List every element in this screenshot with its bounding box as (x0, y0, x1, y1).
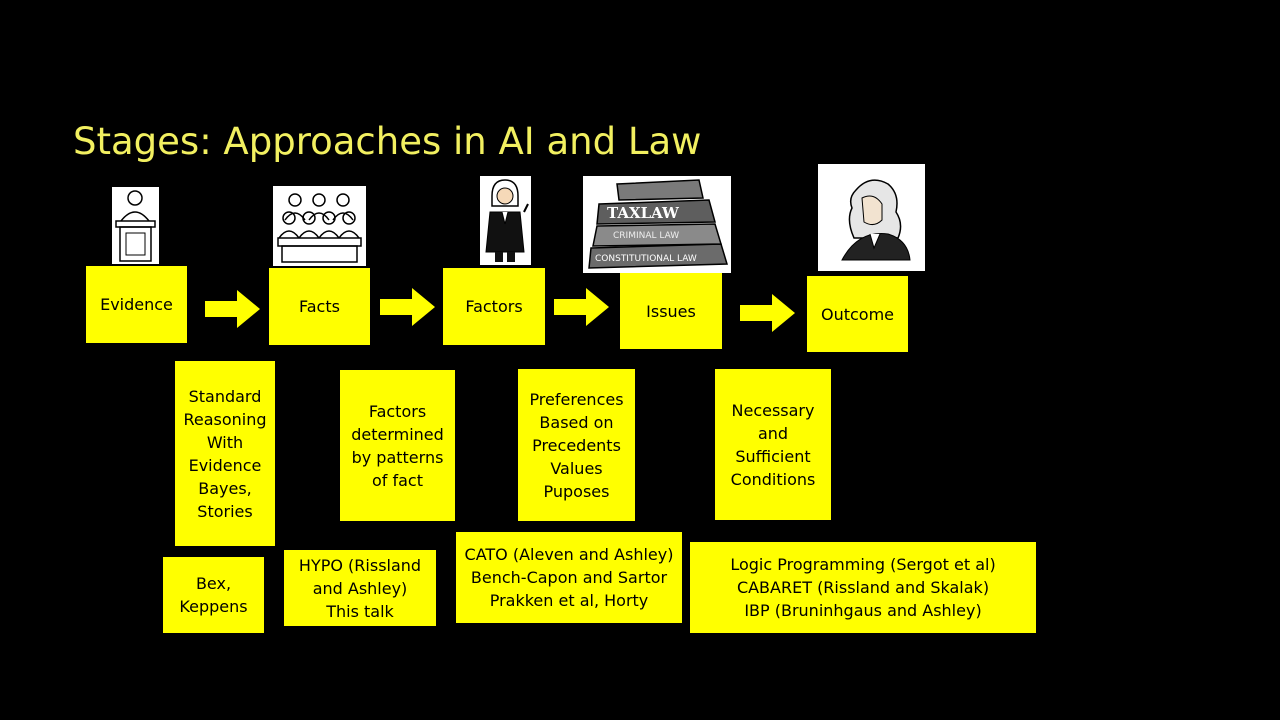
book-label-tax: TAXLAW (607, 204, 680, 222)
reference-evidence: Bex, Keppens (163, 557, 264, 633)
stage-outcome: Outcome (807, 276, 908, 352)
stage-facts: Facts (269, 268, 370, 345)
arrow-right-icon (740, 294, 795, 332)
jury-box-icon (273, 186, 366, 266)
witness-stand-icon (112, 187, 159, 264)
description-issues: Necessary and Sufficient Conditions (715, 369, 831, 520)
law-books-icon: TAXLAW CRIMINAL LAW CONSTITUTIONAL LAW (583, 176, 731, 273)
arrow-right-icon (554, 288, 609, 326)
stage-issues: Issues (620, 273, 722, 349)
arrow-right-icon (380, 288, 435, 326)
barrister-icon (480, 176, 531, 265)
book-label-constitutional: CONSTITUTIONAL LAW (595, 254, 697, 264)
book-label-criminal: CRIMINAL LAW (613, 231, 679, 241)
stage-evidence: Evidence (86, 266, 187, 343)
description-evidence: Standard Reasoning With Evidence Bayes, … (175, 361, 275, 546)
reference-issues: Logic Programming (Sergot et al) CABARET… (690, 542, 1036, 633)
reference-factors: CATO (Aleven and Ashley) Bench-Capon and… (456, 532, 682, 623)
description-factors: Preferences Based on Precedents Values P… (518, 369, 635, 521)
reference-facts: HYPO (Rissland and Ashley) This talk (284, 550, 436, 626)
stage-factors: Factors (443, 268, 545, 345)
judge-icon (818, 164, 925, 271)
description-facts: Factors determined by patterns of fact (340, 370, 455, 521)
slide-title: Stages: Approaches in AI and Law (73, 120, 702, 163)
arrow-right-icon (205, 290, 260, 328)
